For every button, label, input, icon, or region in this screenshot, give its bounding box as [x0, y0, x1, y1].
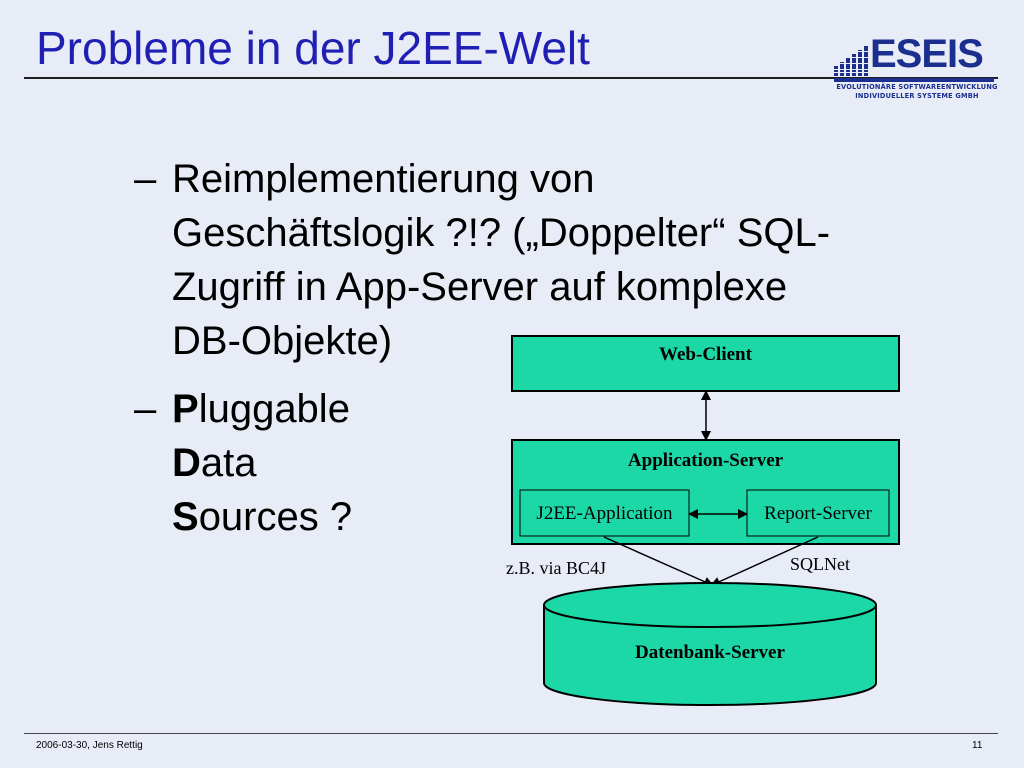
acronym-letter: P: [172, 387, 199, 431]
application-server-label: Application-Server: [627, 450, 784, 471]
database-top-rim: [543, 604, 877, 628]
bullet-reimplementation: – Reimplementierung von Geschäftslogik ?…: [134, 152, 830, 368]
bullet-line: DB-Objekte): [172, 319, 393, 363]
bullet-dash: –: [134, 157, 157, 201]
bullet-line: Geschäftslogik ?!? („Doppelter“ SQL-: [172, 211, 831, 255]
logo-subtitle-line1: EVOLUTIONÄRE SOFTWAREENTWICKLUNG: [836, 83, 998, 91]
bullet-line: Reimplementierung von: [172, 157, 595, 201]
footer-date-author: 2006-03-30, Jens Rettig: [36, 740, 143, 751]
j2ee-application-box: [519, 489, 690, 537]
bullet-line: Sources ?: [134, 490, 352, 544]
web-client-box: [511, 335, 900, 392]
report-server-box: [746, 489, 890, 537]
word-rest: ata: [200, 441, 257, 485]
report-server-label: Report-Server: [764, 503, 872, 524]
bullet-line: Pluggable: [134, 382, 352, 436]
sqlnet-label: SQLNet: [790, 554, 850, 574]
bullet-dash: –: [134, 387, 157, 431]
logo-subtitle-line2: INDIVIDUELLER SYSTEME GMBH: [855, 92, 979, 100]
title-divider: [24, 77, 998, 79]
acronym-letter: D: [172, 441, 201, 485]
bullet-line: Data: [134, 436, 352, 490]
database-server-cylinder: [543, 582, 877, 706]
database-server-label: Datenbank-Server: [635, 642, 785, 663]
footer-divider: [24, 733, 998, 734]
word-rest: ources ?: [198, 495, 353, 539]
eseis-logo-icon: [834, 46, 994, 82]
logo-wordmark: ESEIS: [870, 32, 984, 76]
acronym-letter: S: [172, 495, 199, 539]
page-number: 11: [972, 740, 983, 751]
bullet-pluggable-data-sources: – Pluggable Data Sources ?: [134, 382, 352, 544]
web-client-label: Web-Client: [659, 344, 752, 365]
word-rest: luggable: [198, 387, 350, 431]
j2ee-application-label: J2EE-Application: [536, 503, 673, 524]
report-db-arrow: [710, 536, 819, 587]
via-bc4j-label: z.B. via BC4J: [506, 558, 607, 578]
slide-title: Probleme in der J2EE-Welt: [36, 22, 590, 74]
j2ee-db-arrow: [603, 536, 714, 587]
bullet-line: Zugriff in App-Server auf komplexe: [172, 265, 788, 309]
